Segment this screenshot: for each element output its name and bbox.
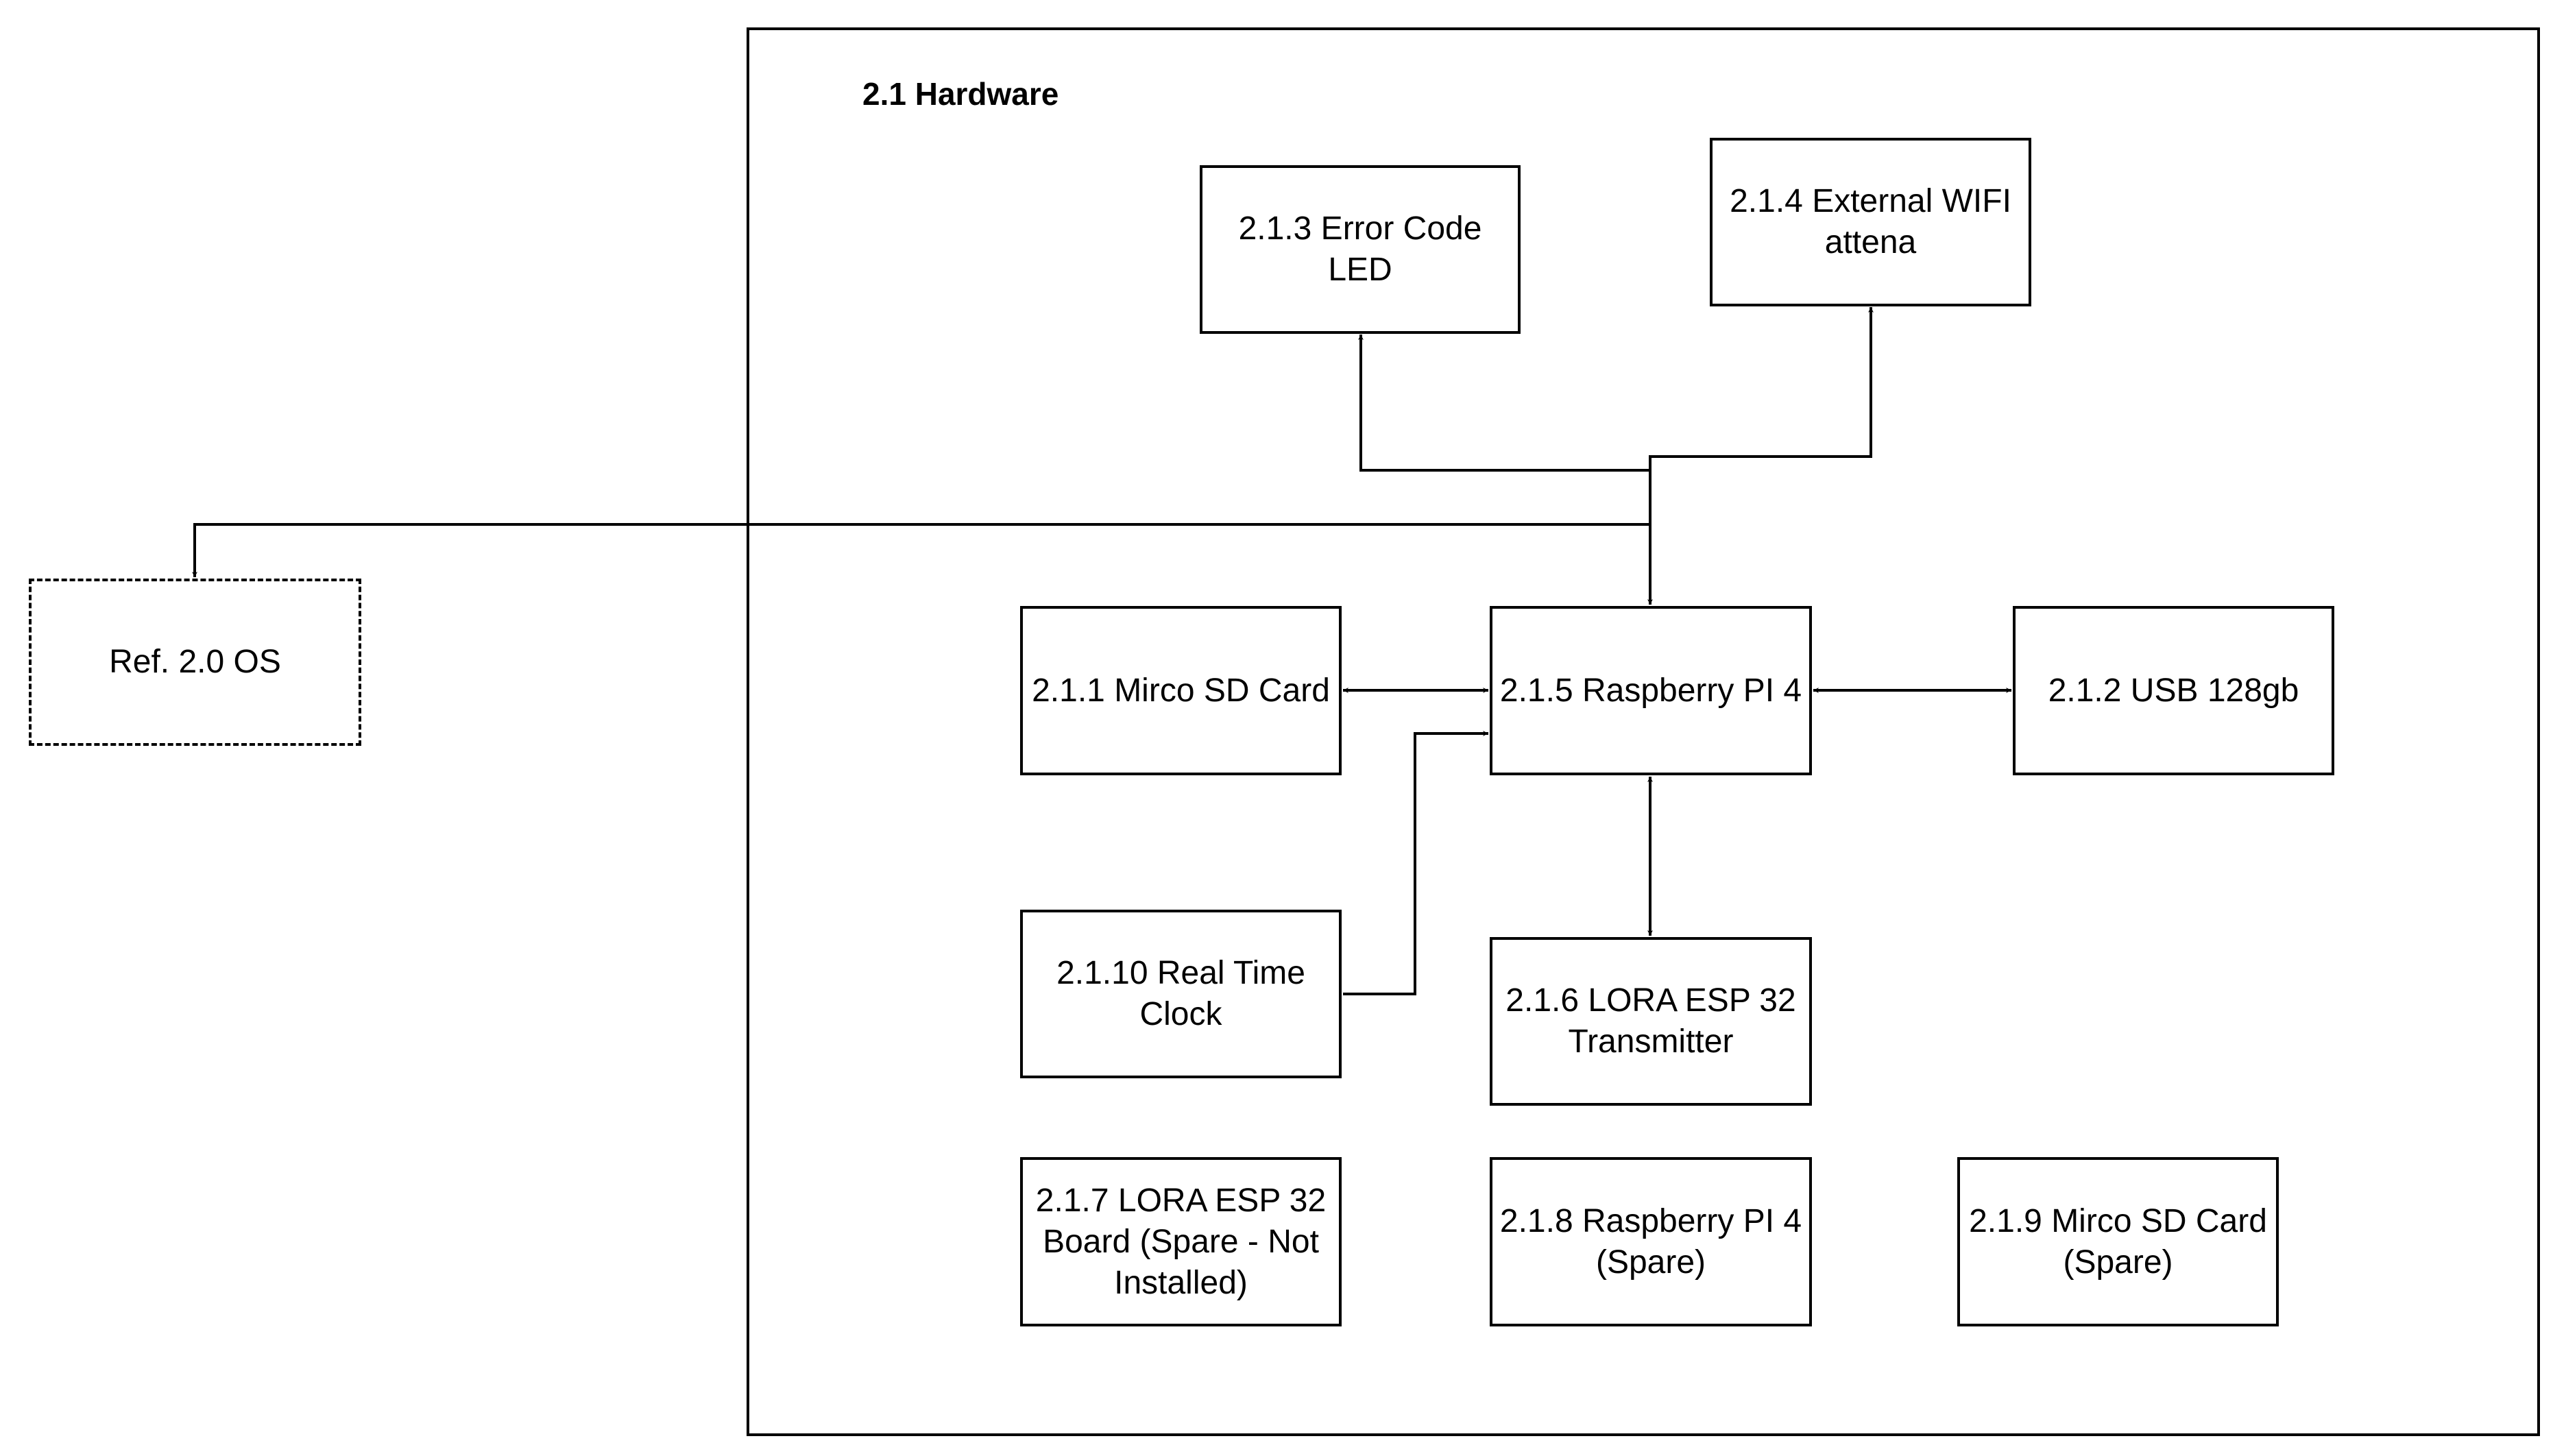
node-2-1-8-raspberry-pi-4-spare[interactable]: 2.1.8 Raspberry PI 4 (Spare) [1490,1157,1812,1326]
hardware-group-title: 2.1 Hardware [862,76,1059,112]
node-2-1-10-real-time-clock[interactable]: 2.1.10 Real Time Clock [1020,910,1342,1078]
node-2-1-3-error-code-led[interactable]: 2.1.3 Error Code LED [1200,165,1521,334]
node-2-1-6-lora-esp32-transmitter[interactable]: 2.1.6 LORA ESP 32 Transmitter [1490,937,1812,1106]
hardware-group-frame [747,27,2540,1436]
node-2-1-4-external-wifi-antenna[interactable]: 2.1.4 External WIFI attena [1710,138,2031,306]
node-2-1-2-usb-128gb[interactable]: 2.1.2 USB 128gb [2013,606,2334,775]
node-2-1-5-raspberry-pi-4[interactable]: 2.1.5 Raspberry PI 4 [1490,606,1812,775]
node-ref-2-0-os[interactable]: Ref. 2.0 OS [29,579,361,746]
node-2-1-1-micro-sd-card[interactable]: 2.1.1 Mirco SD Card [1020,606,1342,775]
node-2-1-7-lora-esp32-spare[interactable]: 2.1.7 LORA ESP 32 Board (Spare - Not Ins… [1020,1157,1342,1326]
node-2-1-9-micro-sd-card-spare[interactable]: 2.1.9 Mirco SD Card (Spare) [1957,1157,2279,1326]
